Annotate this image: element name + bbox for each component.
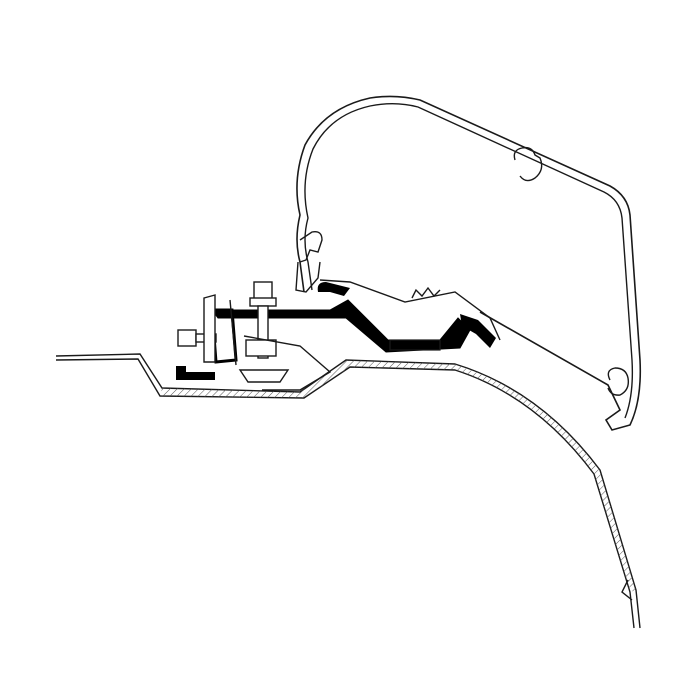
bolt-assembly	[177, 281, 332, 391]
awning-case	[295, 95, 642, 431]
vehicle-roof-profile	[55, 353, 641, 629]
